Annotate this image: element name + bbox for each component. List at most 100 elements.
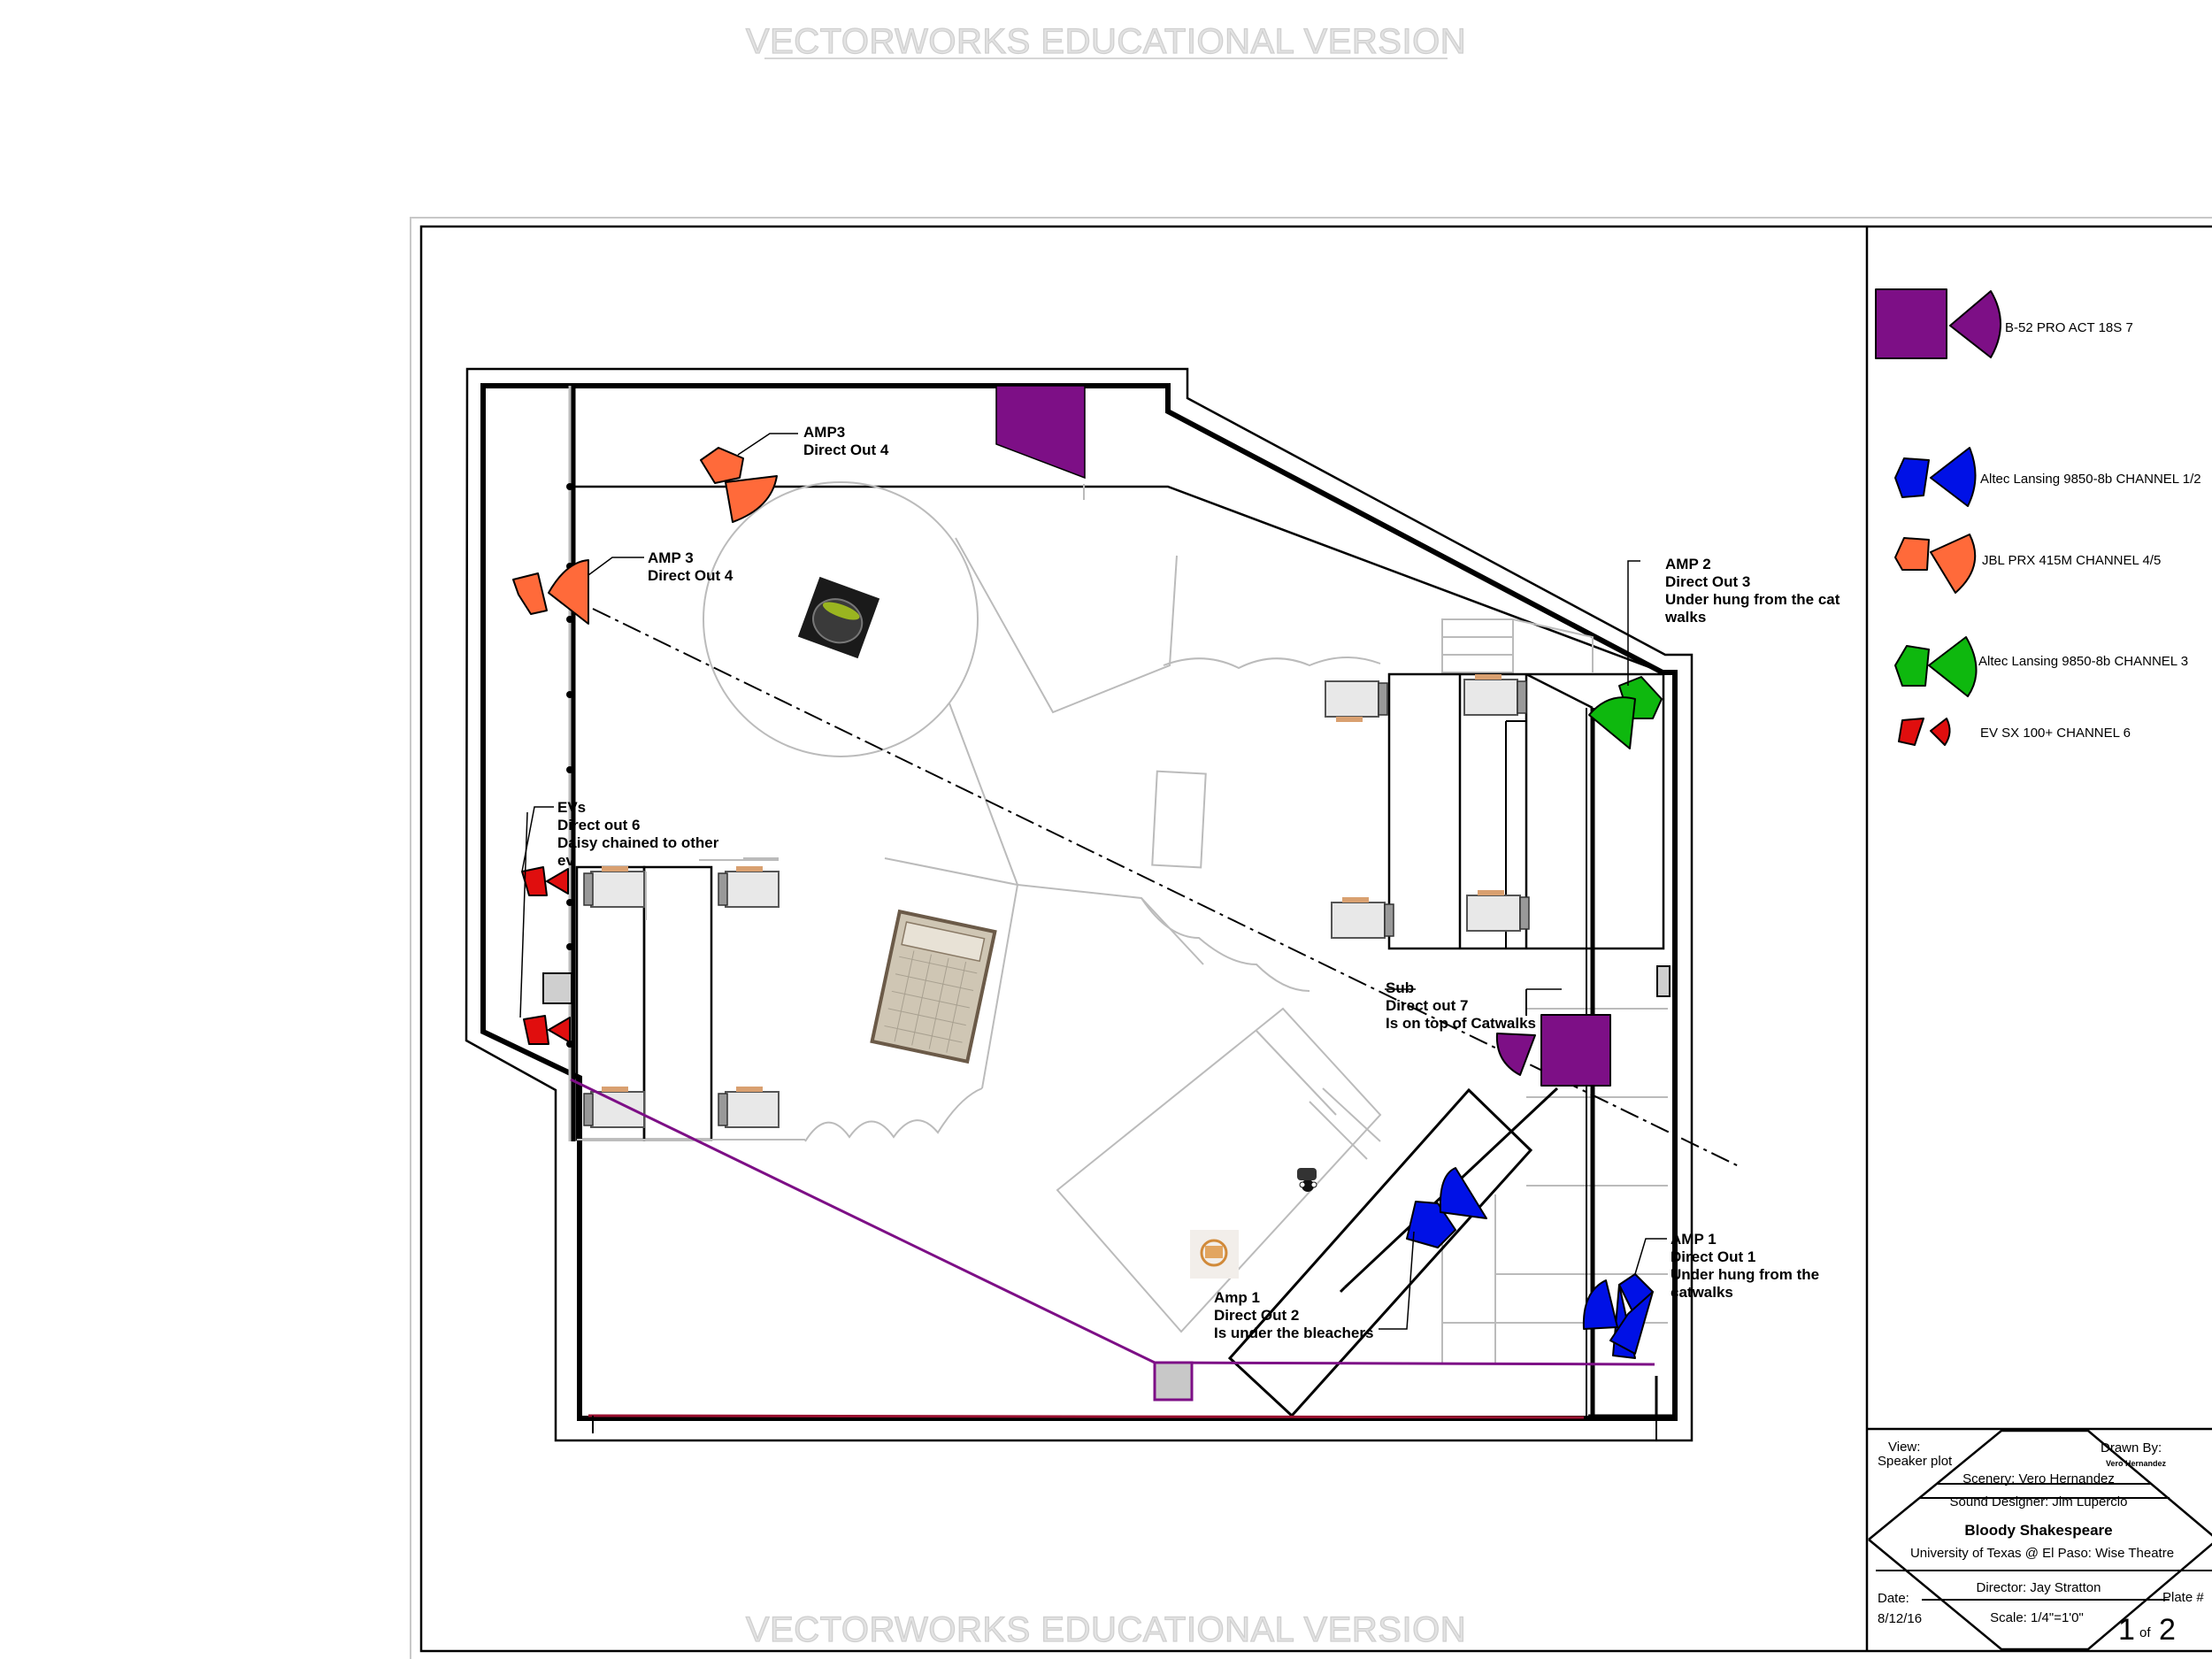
callout-amp2: AMP 2 Direct Out 3 Under hung from the c…: [1664, 556, 1840, 626]
drawn-by-label: Drawn By:: [2101, 1440, 2162, 1455]
cauldron-prop-icon: [797, 576, 880, 659]
svg-text:EV SX 100+ CHANNEL 6: EV SX 100+ CHANNEL 6: [1980, 726, 2131, 741]
floor-pocket: [1153, 1361, 1194, 1402]
speaker-horn-icon: [1930, 447, 1977, 507]
svg-text:JBL PRX 415M CHANNEL 4/5: JBL PRX 415M CHANNEL 4/5: [1982, 553, 2161, 568]
altec-speaker-amp2: [1588, 676, 1663, 749]
callout-amp3-left: AMP 3 Direct Out 4: [648, 549, 733, 584]
svg-text:Altec Lansing 9850-8b CHANNEL: Altec Lansing 9850-8b CHANNEL 3: [1978, 654, 2188, 669]
pram-prop-icon: [1297, 1168, 1317, 1192]
svg-text:Is under the bleachers: Is under the bleachers: [1214, 1325, 1373, 1341]
red-cable: [588, 1414, 1585, 1419]
scenery-lower-platform: [1056, 1007, 1382, 1333]
speaker-icon: [1894, 537, 1930, 571]
speakers: [512, 385, 1663, 1359]
svg-text:AMP 3: AMP 3: [648, 549, 694, 566]
plate-label: Plate #: [2162, 1590, 2204, 1605]
date-value: 8/12/16: [1878, 1611, 1922, 1626]
left-wall-box: [542, 972, 572, 1004]
legend-item-altec-3: Altec Lansing 9850-8b CHANNEL 3: [1894, 636, 2188, 697]
view-value: Speaker plot: [1878, 1454, 1953, 1469]
title-block: View: Speaker plot Drawn By: Vero Hernan…: [1867, 1427, 2212, 1651]
speaker-icon: [1894, 457, 1930, 498]
right-wall-box: [1656, 965, 1671, 997]
speaker-horn-icon: [1930, 718, 1951, 746]
date-label: Date:: [1878, 1591, 1909, 1606]
svg-text:Direct Out 4: Direct Out 4: [803, 442, 889, 458]
drawn-by-value: Vero Hernandez: [2106, 1459, 2167, 1468]
svg-text:AMP 1: AMP 1: [1671, 1231, 1717, 1248]
callout-sub: Sub Direct out 7 Is on top of Catwalks: [1386, 979, 1536, 1032]
sound-designer-credit: Sound Designer: Jim Lupercio: [1950, 1494, 2128, 1509]
svg-text:B-52 PRO ACT 18S 7: B-52 PRO ACT 18S 7: [2005, 320, 2133, 335]
chairs: [583, 674, 1530, 1128]
bed-prop-icon: [870, 909, 997, 1064]
scenery-credit: Scenery: Vero Hernandez: [1962, 1471, 2115, 1486]
svg-text:Sub: Sub: [1386, 979, 1414, 996]
svg-text:Daisy chained to other: Daisy chained to other: [557, 834, 719, 851]
legend-item-jbl: JBL PRX 415M CHANNEL 4/5: [1894, 534, 2161, 594]
watermark-top: VECTORWORKS EDUCATIONAL VERSION: [746, 22, 1466, 61]
view-label: View:: [1888, 1440, 1920, 1455]
sub-icon: [1875, 288, 1947, 359]
svg-text:Direct Out 3: Direct Out 3: [1665, 573, 1750, 590]
svg-text:EVs: EVs: [557, 799, 586, 816]
scenery-small-platform: [1151, 770, 1207, 869]
svg-text:Direct Out 1: Direct Out 1: [1671, 1248, 1755, 1265]
speaker-icon: [1898, 718, 1924, 746]
sheet-outer-border: [410, 217, 2212, 1659]
scenery-platform-1: [955, 537, 1178, 714]
svg-text:Direct out 7: Direct out 7: [1386, 997, 1469, 1014]
svg-text:Direct out 6: Direct out 6: [557, 817, 641, 833]
callout-evs: EVs Direct out 6 Daisy chained to other …: [557, 799, 719, 869]
ev-speaker-lower: [523, 1015, 571, 1045]
show-title: Bloody Shakespeare: [1964, 1522, 2112, 1539]
plate-of: of: [2139, 1625, 2151, 1640]
svg-text:Direct Out 4: Direct Out 4: [648, 567, 733, 584]
svg-text:Direct Out 2: Direct Out 2: [1214, 1307, 1299, 1324]
jbl-speaker-amp3-left: [512, 559, 589, 625]
svg-text:walks: walks: [1664, 609, 1706, 626]
speaker-horn-icon: [1930, 534, 1977, 594]
speaker-horn-icon: [1928, 636, 1978, 697]
sub-speaker-upper: [995, 385, 1086, 480]
jbl-speaker-amp3-top: [700, 447, 778, 523]
callout-amp1-lower: Amp 1 Direct Out 2 Is under the bleacher…: [1214, 1289, 1373, 1341]
inner-wall: [480, 383, 1678, 1421]
callout-amp3-top: AMP3 Direct Out 4: [803, 424, 889, 458]
director-credit: Director: Jay Stratton: [1977, 1580, 2101, 1595]
altec-speaker-amp1-right: [1582, 1273, 1654, 1359]
ev-speaker-upper: [521, 866, 569, 896]
sub-horn-icon: [1949, 290, 2001, 358]
outer-wall: [465, 367, 1694, 1442]
chair-prop-icon: [1190, 1230, 1239, 1279]
svg-text:Under hung from the: Under hung from the: [1671, 1266, 1819, 1283]
svg-text:AMP 2: AMP 2: [1665, 556, 1711, 572]
legend-item-ev: EV SX 100+ CHANNEL 6: [1898, 718, 2131, 746]
callout-amp1-right: AMP 1 Direct Out 1 Under hung from the c…: [1671, 1231, 1819, 1301]
svg-text:Is on top of Catwalks: Is on top of Catwalks: [1386, 1015, 1536, 1032]
legend-item-sub: B-52 PRO ACT 18S 7: [1875, 288, 2133, 359]
plate-number: 1: [2118, 1613, 2135, 1647]
svg-text:ev: ev: [557, 852, 574, 869]
svg-text:catwalks: catwalks: [1671, 1284, 1733, 1301]
stage-circle: [703, 481, 979, 757]
plate-total: 2: [2159, 1613, 2176, 1647]
speaker-icon: [1894, 645, 1930, 687]
svg-text:Altec Lansing 9850-8b CHANNEL: Altec Lansing 9850-8b CHANNEL 1/2: [1980, 472, 2201, 487]
sub-speaker-catwalk: [1495, 1014, 1611, 1087]
callout-leaders: [519, 433, 1667, 1330]
svg-text:AMP3: AMP3: [803, 424, 845, 441]
altec-speaker-amp1-lower: [1406, 1167, 1487, 1248]
legend: B-52 PRO ACT 18S 7 Altec Lansing 9850-8b…: [1875, 288, 2201, 746]
venue: University of Texas @ El Paso: Wise Thea…: [1910, 1546, 2174, 1561]
watermark-bottom: VECTORWORKS EDUCATIONAL VERSION: [746, 1610, 1466, 1649]
svg-text:Under hung from the cat: Under hung from the cat: [1665, 591, 1840, 608]
center-line: [592, 608, 1740, 1167]
scale: Scale: 1/4"=1'0": [1990, 1610, 2084, 1625]
theatre-plan: [465, 367, 1740, 1442]
legend-item-altec-1-2: Altec Lansing 9850-8b CHANNEL 1/2: [1894, 447, 2201, 507]
sheet-inner-border: [419, 225, 2212, 1653]
svg-text:Amp 1: Amp 1: [1214, 1289, 1260, 1306]
